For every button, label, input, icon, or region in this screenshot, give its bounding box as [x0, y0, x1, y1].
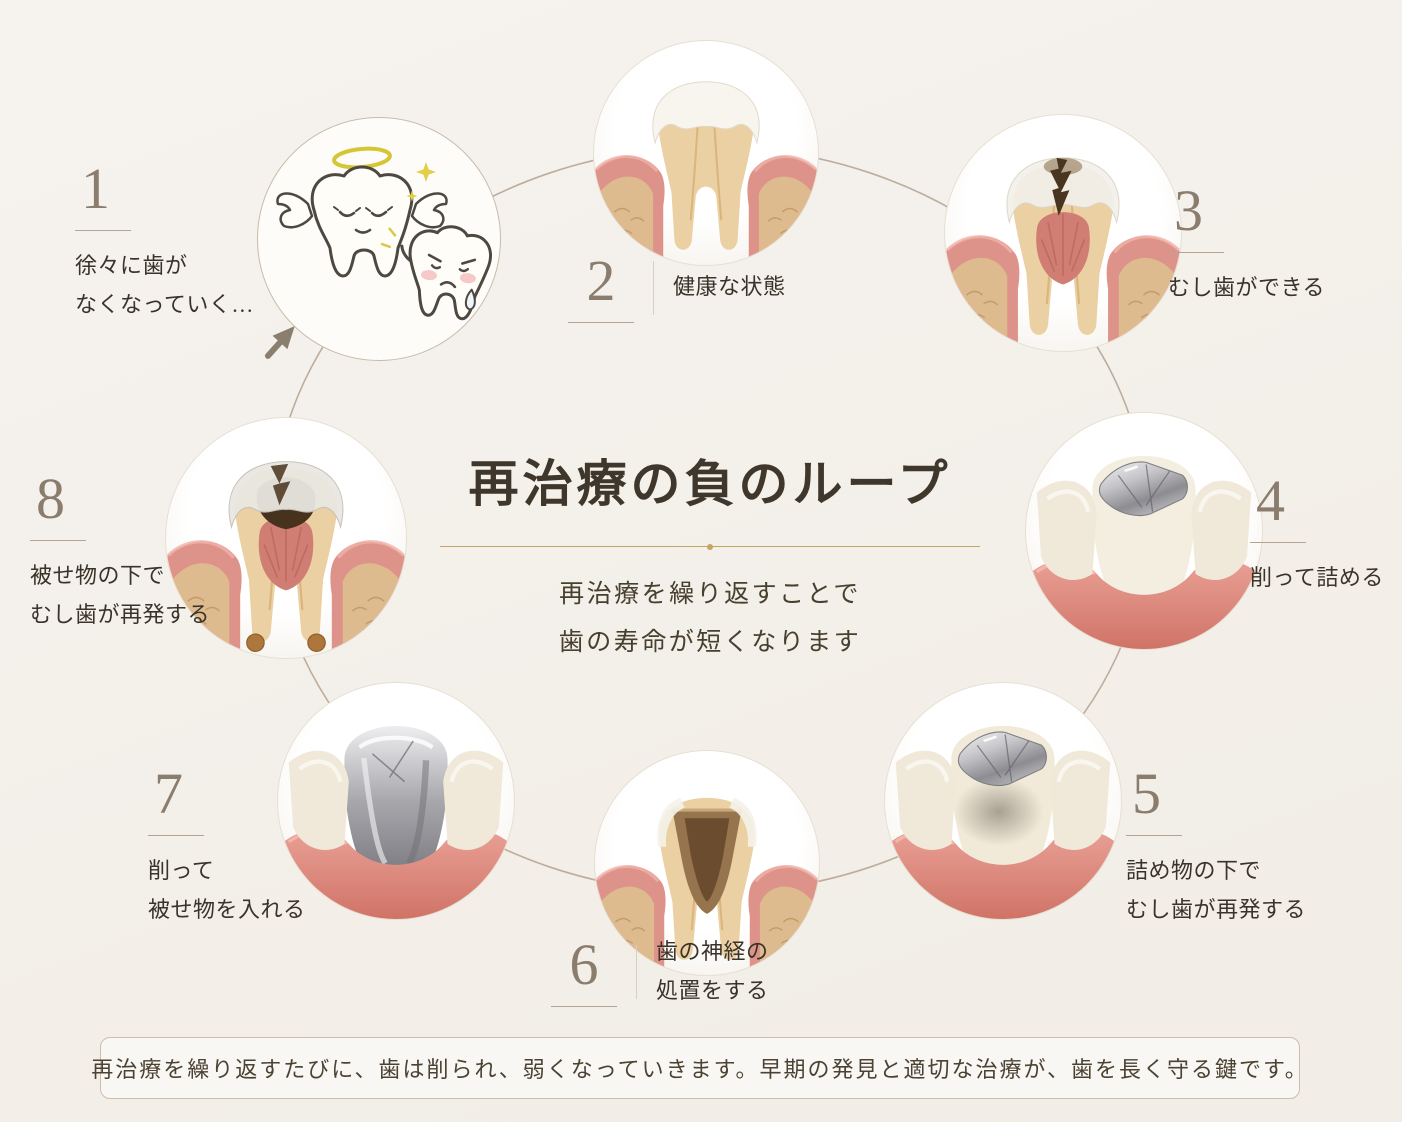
- step-2-image-circle: [593, 40, 819, 266]
- step-5-label-block: 5 詰め物の下で むし歯が再発する: [1126, 765, 1306, 929]
- tooth-with-silver-crown: [278, 725, 514, 919]
- step-8-label-block: 8 被せ物の下で むし歯が再発する: [30, 470, 210, 634]
- step-1-image-circle: [257, 117, 501, 361]
- step-3-number: 3: [1174, 178, 1203, 243]
- step-1-label-block: 1 徐々に歯が なくなっていく…: [75, 160, 254, 324]
- step-3-underline: [1168, 252, 1224, 253]
- decay-under-filling-tooth: [885, 725, 1121, 919]
- step-8-underline: [30, 540, 86, 541]
- step-5-label: 詰め物の下で むし歯が再発する: [1126, 858, 1307, 922]
- page-subtitle: 再治療を繰り返すことで 歯の寿命が短くなります: [558, 581, 862, 656]
- metal-crown: [344, 725, 448, 877]
- step-8-label: 被せ物の下で むし歯が再発する: [30, 563, 211, 627]
- step-7-label-block: 7 削って 被せ物を入れる: [148, 765, 306, 929]
- step-6-label: 歯の神経の 処置をする: [656, 939, 769, 1003]
- step-2-label: 健康な状態: [673, 274, 786, 300]
- step-6-divider: [636, 944, 637, 999]
- footer-note-text: 再治療を繰り返すたびに、歯は削られ、弱くなっていきます。早期の発見と適切な治療が…: [91, 1057, 1309, 1082]
- page-title: 再治療の負のループ: [468, 456, 952, 512]
- gold-divider: [440, 546, 980, 547]
- step-4-underline: [1250, 542, 1306, 543]
- step-1-underline: [75, 230, 131, 231]
- step-1-number: 1: [81, 156, 110, 221]
- tooth-with-cavity-cross-section: [945, 157, 1181, 351]
- sparkle-icon: [416, 162, 436, 182]
- step-3-label: むし歯ができる: [1168, 275, 1326, 300]
- step-7-label: 削って 被せ物を入れる: [148, 858, 306, 922]
- step-8-image-circle: [165, 417, 407, 659]
- step-7-underline: [148, 835, 204, 836]
- right-wing-icon: [410, 192, 448, 229]
- left-wing-icon: [276, 192, 314, 229]
- crying-tooth-body: [380, 225, 492, 321]
- angel-tooth-and-crying-tooth-cartoon: [276, 146, 492, 321]
- step-5-image-circle: [884, 682, 1122, 920]
- step-7-image-circle: [277, 682, 515, 920]
- step-6-underline: [551, 1006, 617, 1007]
- step-6-number: 6: [569, 932, 599, 997]
- decay-under-crown-cross-section: [166, 461, 406, 658]
- step-4-label-block: 4 削って詰める: [1250, 472, 1384, 598]
- tear-icon: [464, 288, 476, 311]
- cavity-decay: [1050, 157, 1072, 216]
- step-6-label-block: 6 歯の神経の 処置をする: [551, 933, 769, 1010]
- step-2-underline: [568, 322, 634, 323]
- recurrent-decay-stain: [953, 777, 1044, 847]
- sparkle-icon: [406, 190, 418, 202]
- step-4-number: 4: [1256, 468, 1285, 533]
- step-2-divider: [653, 260, 654, 315]
- step-2-label-block: 2 健康な状態: [568, 252, 786, 323]
- tooth-with-silver-filling: [1026, 455, 1262, 649]
- step-2-number: 2: [586, 248, 616, 313]
- step-5-underline: [1126, 835, 1182, 836]
- step-3-label-block: 3 むし歯ができる: [1168, 182, 1325, 308]
- step-1-label: 徐々に歯が なくなっていく…: [75, 253, 254, 317]
- root-canal-treated-tooth-cross-section: [595, 796, 819, 975]
- step-3-image-circle: [944, 114, 1182, 352]
- step-8-number: 8: [36, 466, 65, 531]
- step-6-image-circle: [594, 750, 820, 976]
- angel-tooth-body: [310, 165, 414, 278]
- step-4-image-circle: [1025, 412, 1263, 650]
- healthy-tooth-cross-section: [594, 81, 818, 265]
- root-tip-abscess: [307, 633, 326, 652]
- root-tip-abscess: [246, 633, 265, 652]
- loop-direction-arrow: [264, 326, 295, 359]
- step-5-number: 5: [1132, 761, 1161, 826]
- step-7-number: 7: [154, 761, 183, 826]
- center-title-block: 再治療の負のループ 再治療を繰り返すことで 歯の寿命が短くなります: [440, 444, 980, 666]
- footer-note-box: 再治療を繰り返すたびに、歯は削られ、弱くなっていきます。早期の発見と適切な治療が…: [91, 1037, 1307, 1099]
- step-4-label: 削って詰める: [1250, 565, 1384, 590]
